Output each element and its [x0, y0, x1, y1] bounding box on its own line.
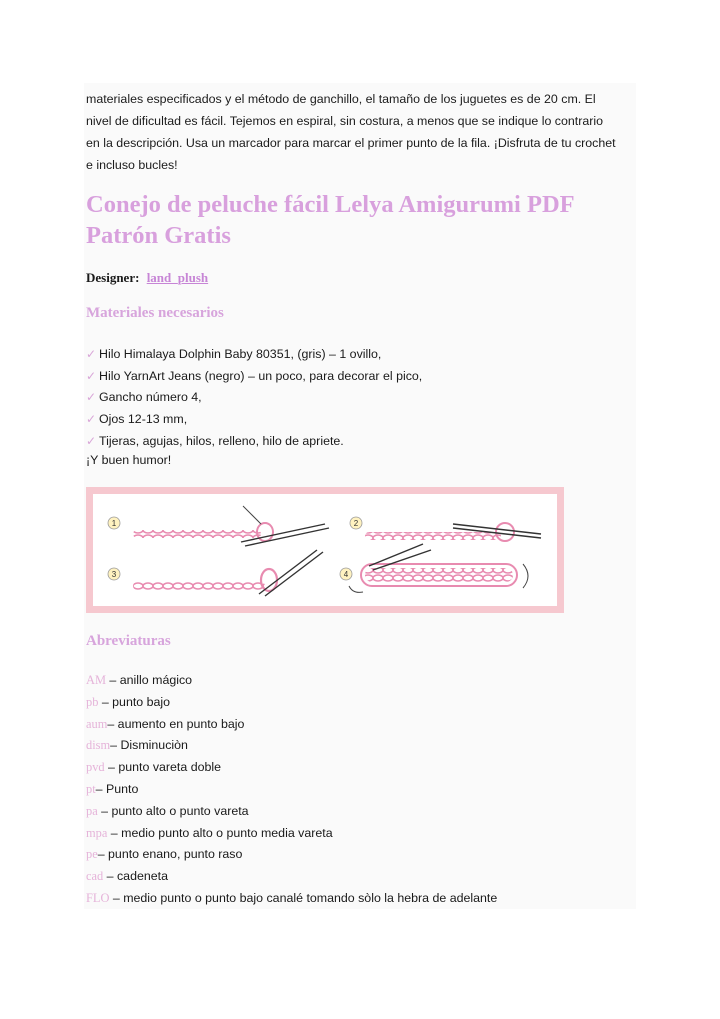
designer-label: Designer: — [86, 270, 140, 285]
page-title: Conejo de peluche fácil Lelya Amigurumi … — [86, 189, 646, 251]
list-item: ✓Ojos 12-13 mm, — [86, 409, 422, 431]
intro-line: materiales especificados y el método de … — [86, 92, 596, 106]
designer-link[interactable]: land_plush — [146, 270, 209, 285]
list-item: ✓Tijeras, agujas, hilos, relleno, hilo d… — [86, 431, 422, 453]
abbreviations-list: AM – anillo mágico pb – punto bajo aum– … — [86, 670, 497, 910]
check-icon: ✓ — [86, 390, 97, 405]
step-number: 3 — [112, 570, 117, 579]
check-icon: ✓ — [86, 368, 97, 383]
intro-paragraph: materiales especificados y el método de … — [86, 88, 636, 176]
designer-credit: Designer: land_plush — [86, 270, 208, 286]
list-item: dism– Disminuciòn — [86, 738, 188, 753]
yarn-loop — [259, 567, 279, 593]
chain-stitches — [133, 530, 261, 538]
crochet-chain-illustration: 1 2 3 4 — [86, 487, 564, 613]
list-item: pe– punto enano, punto raso — [86, 847, 243, 862]
materials-heading: Materiales necesarios — [86, 305, 224, 321]
intro-line: en la descripción. Usa un marcador para … — [86, 136, 616, 150]
list-item: FLO – medio punto o punto bajo canalé to… — [86, 890, 498, 905]
arrow-icon — [242, 505, 262, 525]
list-item: ✓Hilo Himalaya Dolphin Baby 80351, (gris… — [86, 344, 422, 366]
chain-stitches — [365, 532, 501, 540]
crochet-diagram-svg: 1 2 3 4 — [107, 505, 542, 597]
list-item: cad – cadeneta — [86, 869, 168, 884]
hook-icon — [240, 523, 326, 543]
title-line: Patrón Gratis — [86, 222, 231, 249]
list-item: ✓Hilo YarnArt Jeans (negro) – un poco, p… — [86, 366, 422, 388]
step-badge — [107, 567, 121, 581]
hook-icon — [258, 549, 318, 595]
list-item: pb – punto bajo — [86, 694, 171, 709]
check-icon: ✓ — [86, 433, 97, 448]
step-number: 2 — [354, 519, 359, 528]
list-item: pt– Punto — [86, 781, 139, 796]
yarn-loop — [495, 522, 515, 542]
list-item: aum– aumento en punto bajo — [86, 716, 245, 731]
list-item: pvd – punto vareta doble — [86, 760, 222, 775]
arrow-icon — [522, 563, 529, 589]
intro-line: e incluso bucles! — [86, 158, 178, 172]
abbreviations-heading: Abreviaturas — [86, 633, 171, 649]
materials-list: ✓Hilo Himalaya Dolphin Baby 80351, (gris… — [86, 344, 422, 453]
single-crochet-row — [360, 563, 518, 587]
step-badge — [349, 516, 363, 530]
intro-line: nivel de dificultad es fácil. Tejemos en… — [86, 114, 604, 128]
list-item: pa – punto alto o punto vareta — [86, 803, 249, 818]
list-item: ✓Gancho número 4, — [86, 387, 422, 409]
list-item: mpa – medio punto alto o punto media var… — [86, 825, 333, 840]
chain-stitches — [133, 582, 265, 590]
step-badge — [107, 516, 121, 530]
step-number: 1 — [112, 519, 117, 528]
list-item: AM – anillo mágico — [86, 673, 193, 687]
closing-line: ¡Y buen humor! — [86, 453, 172, 467]
hook-icon — [452, 527, 542, 539]
hook-icon — [368, 543, 424, 567]
check-icon: ✓ — [86, 412, 97, 427]
title-line: Conejo de peluche fácil Lelya Amigurumi … — [86, 191, 575, 218]
step-badge — [339, 567, 353, 581]
step-number: 4 — [344, 570, 349, 579]
arrow-icon — [348, 585, 364, 593]
check-icon: ✓ — [86, 347, 97, 361]
